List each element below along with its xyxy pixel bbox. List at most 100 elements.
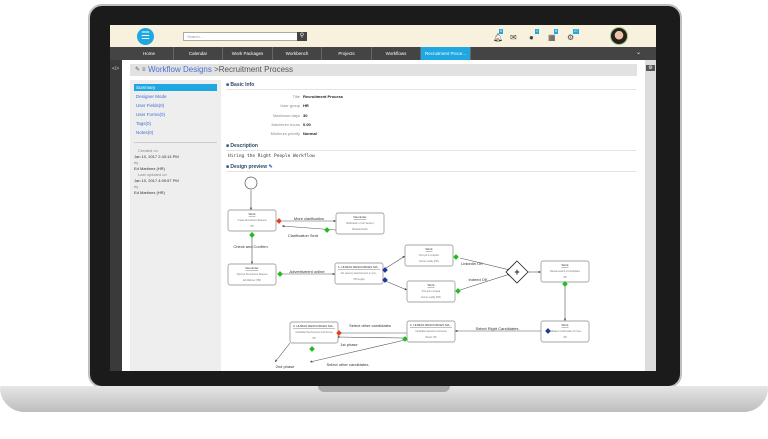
edge-line <box>459 257 511 271</box>
tab-workbench[interactable]: Workbench <box>273 47 322 60</box>
tab-projects[interactable]: Projects <box>322 47 372 60</box>
node-assignee: Ed Martinez (HR) <box>243 279 261 282</box>
connector-port[interactable] <box>545 328 551 334</box>
code-toggle-icon[interactable]: </> <box>112 66 120 72</box>
avatar[interactable] <box>610 27 628 45</box>
divider <box>134 142 217 143</box>
left-collapse-strip[interactable]: </> <box>110 60 122 371</box>
sidebar-item-designer-mode[interactable]: Designer Mode <box>136 94 167 99</box>
field-label: User group <box>280 103 300 108</box>
connector-port[interactable] <box>309 346 315 352</box>
connector-port[interactable] <box>324 227 330 233</box>
edge-line <box>382 255 406 271</box>
node-text: Post job in LinkedIn <box>419 254 440 257</box>
node-title: 2. HUMAN RESOURCES MA... <box>410 323 452 327</box>
sidebar-item-tags[interactable]: Tags(0) <box>136 121 152 126</box>
sidebar-item-user-forms[interactable]: User Forms(0) <box>136 112 165 117</box>
sidebar: Summary Designer Mode User Fields(0) Use… <box>130 80 221 371</box>
created-label: Created on <box>138 148 158 153</box>
mail-icon[interactable]: ✉ <box>510 33 517 42</box>
notification-badge: 6 <box>499 29 503 34</box>
field-value: Recruitment Process <box>303 94 344 99</box>
node-assignee: HR <box>312 338 316 340</box>
right-strip[interactable]: ⚙ <box>645 60 656 371</box>
design-preview-title: Design preview <box>230 164 268 170</box>
chevron-down-icon[interactable]: ⌄ <box>636 50 642 56</box>
updated-by: Ed Martinez (HR) <box>134 190 165 195</box>
node-title: 3. HUMAN RESOURCES MA... <box>293 324 335 328</box>
connector-port[interactable] <box>562 281 568 287</box>
chat-icon[interactable]: ● <box>529 33 534 42</box>
node-text: Candidate Selection Interviews <box>415 330 447 333</box>
breadcrumb-parent[interactable]: Workflow Designs <box>148 65 212 74</box>
connector-port[interactable] <box>336 330 342 336</box>
node-title: Work <box>562 263 569 267</box>
field-value: 30 <box>303 113 308 118</box>
edge-label: Indeed OK <box>468 277 487 282</box>
sidebar-item-summary[interactable]: Summary <box>134 84 217 91</box>
workflow-node[interactable]: 2. HUMAN RESOURCES MA... Candidate Select… <box>406 320 456 343</box>
connector-port[interactable] <box>382 277 388 283</box>
edge-label: Select other candidates. <box>327 362 370 367</box>
connector-port[interactable] <box>382 267 388 273</box>
settings-toggle-icon[interactable]: ⚙ <box>646 65 655 71</box>
node-assignee: Emmie Laddy (HR) <box>421 297 441 299</box>
gear-icon[interactable]: ⚙ <box>567 33 575 42</box>
updated-label: Last updated on <box>138 172 167 177</box>
edge-label: Select other candidates <box>349 323 391 328</box>
field-label: Title <box>292 94 300 99</box>
connector-port[interactable] <box>402 336 408 342</box>
search-icon[interactable]: ⚲ <box>297 32 307 41</box>
parallel-gateway[interactable]: + <box>505 260 529 284</box>
edit-icon[interactable]: ✎ <box>268 164 273 170</box>
tab-home[interactable]: Home <box>125 47 174 60</box>
header: ☰ Search... ⚲ 🔔︎ 6 ✉ ● 1 ▦ 8 ⚙ 27 <box>110 25 656 47</box>
connector-port[interactable] <box>455 288 461 294</box>
basic-info-title: Basic Info <box>230 82 255 88</box>
node-text: Candidates Confirmation for Inter... <box>547 330 583 333</box>
calendar-icon[interactable]: ▦ <box>548 33 556 42</box>
connector-port[interactable] <box>276 218 282 224</box>
description-heading: ■ Description <box>226 143 636 151</box>
created-by-label: by <box>134 160 139 165</box>
start-node[interactable] <box>244 176 258 190</box>
edge-line <box>336 335 406 339</box>
field-value: 0.00 <box>303 122 311 127</box>
plus-icon: + <box>514 267 519 277</box>
search-input[interactable]: Search... <box>183 32 298 41</box>
edge-line <box>309 339 406 363</box>
sidebar-item-notes[interactable]: Notes(0) <box>136 130 154 135</box>
node-assignee: HR (Legal) <box>353 279 364 281</box>
list-icon[interactable]: ≡ <box>142 67 146 73</box>
created-by: Ed Martinez (HR) <box>134 166 165 171</box>
workflow-node[interactable]: 1. HUMAN RESOURCES MA...Job vacancy adve… <box>334 262 384 285</box>
node-assignee: HR <box>563 337 567 339</box>
edit-icon[interactable]: ✎ <box>135 67 141 73</box>
sidebar-item-user-fields[interactable]: User Fields(0) <box>136 103 165 108</box>
tab-recruitment-process[interactable]: Recruitment Proce... <box>421 47 471 60</box>
connector-port[interactable] <box>453 254 459 260</box>
node-title: Work <box>249 212 256 216</box>
created-date: Jan 10, 2017 2:43:14 PM <box>134 154 179 159</box>
connector-port[interactable] <box>249 232 255 238</box>
node-assignee: Melissa Emahs <box>352 229 368 231</box>
connector-port[interactable] <box>277 271 283 277</box>
menu-button[interactable]: ☰ <box>137 28 154 45</box>
node-text: Clarification of Job Vacancy <box>346 222 375 225</box>
workflow-node[interactable]: 3. HUMAN RESOURCES MA...Candidate Psycho… <box>289 321 339 344</box>
field-label: Minimum priority <box>270 131 300 136</box>
tab-workflows[interactable]: Workflows <box>372 47 421 60</box>
node-title: Work <box>562 323 569 327</box>
tab-work-packages[interactable]: Work Packages <box>223 47 273 60</box>
edge-line <box>459 273 511 291</box>
bell-icon[interactable]: 🔔︎ <box>493 33 504 42</box>
tab-calendar[interactable]: Calendar <box>174 47 223 60</box>
